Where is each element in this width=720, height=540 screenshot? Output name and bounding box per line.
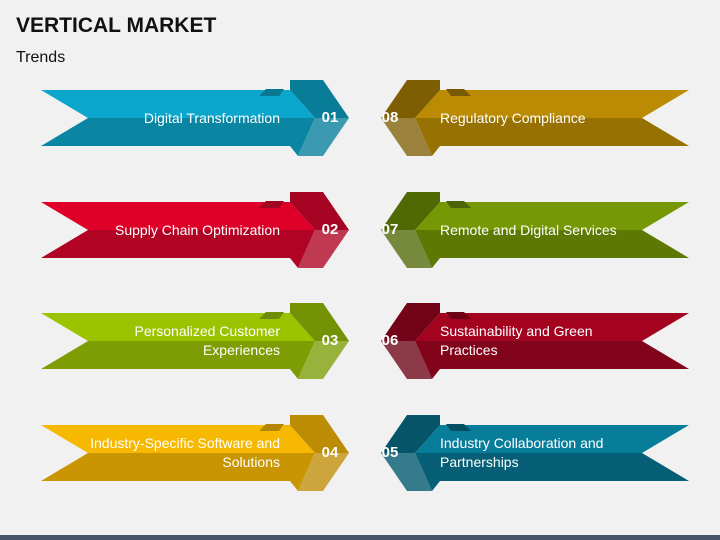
trend-number: 01 <box>321 109 339 126</box>
footer-bar <box>0 535 720 540</box>
arrow-left-shape <box>381 415 689 491</box>
trend-number: 02 <box>321 221 339 238</box>
trend-number: 06 <box>381 332 399 349</box>
trend-label: Regulatory Compliance <box>440 109 586 126</box>
arrow-left-shape <box>381 303 689 379</box>
slide-title: VERTICAL MARKET <box>16 14 217 37</box>
trend-item-04: Industry-Specific Software and Solutions… <box>0 415 360 495</box>
slide-subtitle: Trends <box>16 49 66 66</box>
trend-label: Digital Transformation <box>143 109 280 126</box>
trend-number: 03 <box>321 332 339 349</box>
trend-item-06: Sustainability and Green Practices 06 <box>360 303 720 383</box>
arrow-left-shape <box>381 80 689 156</box>
trend-label: Industry Collaboration and Partnerships <box>440 435 604 470</box>
arrow-right-shape <box>41 415 349 491</box>
trend-number: 07 <box>381 221 399 238</box>
trend-label: Personalized Customer Experiences <box>134 323 280 358</box>
arrow-right-shape <box>41 303 349 379</box>
trend-item-07: Remote and Digital Services 07 <box>360 192 720 272</box>
trend-label: Industry-Specific Software and Solutions <box>90 435 280 470</box>
trend-number: 08 <box>381 109 399 126</box>
trend-item-02: Supply Chain Optimization 02 <box>0 192 360 272</box>
trend-item-05: Industry Collaboration and Partnerships … <box>360 415 720 495</box>
trend-item-03: Personalized Customer Experiences 03 <box>0 303 360 383</box>
arrow-right-shape <box>41 80 349 156</box>
trend-label: Sustainability and Green Practices <box>440 323 593 358</box>
arrow-right-shape <box>41 192 349 268</box>
arrow-left-shape <box>381 192 689 268</box>
trend-number: 05 <box>381 444 399 461</box>
trend-number: 04 <box>321 444 339 461</box>
trend-item-01: Digital Transformation 01 <box>0 80 360 160</box>
trend-label: Remote and Digital Services <box>440 221 617 238</box>
trend-label: Supply Chain Optimization <box>115 221 280 238</box>
trend-item-08: Regulatory Compliance 08 <box>360 80 720 160</box>
